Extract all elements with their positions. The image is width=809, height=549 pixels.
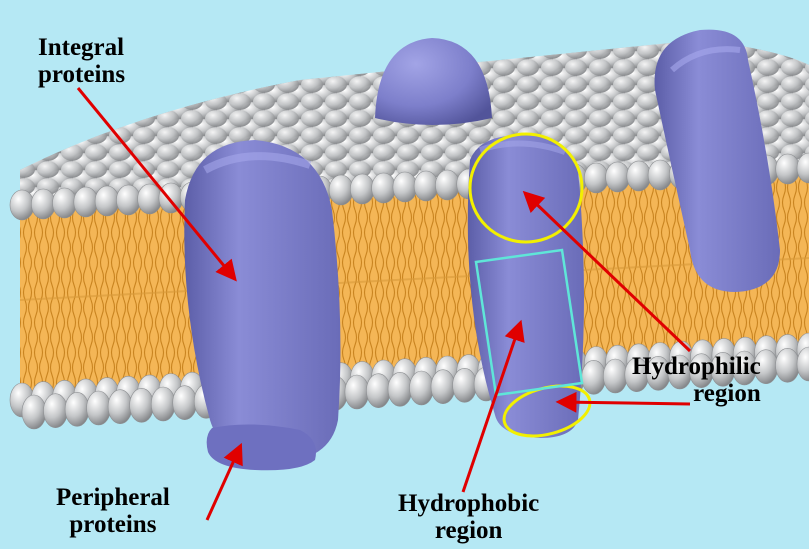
lipid-head: [65, 392, 89, 426]
lipid-head: [431, 370, 455, 404]
lipid-head: [603, 359, 627, 393]
lipid-head: [627, 161, 651, 191]
surface-protein-dome: [375, 38, 492, 125]
lipid-head: [22, 395, 46, 429]
lipid-head: [414, 171, 438, 201]
lipid-head: [372, 173, 396, 203]
lipid-head: [329, 175, 353, 205]
lipid-head: [366, 374, 390, 408]
hydrophobic-region-label: Hydrophobic region: [398, 490, 539, 544]
lipid-head: [130, 388, 154, 422]
lipid-head: [582, 360, 606, 394]
integral-label-line2: proteins: [38, 61, 125, 88]
lipid-head: [453, 368, 477, 402]
lipid-head: [173, 386, 197, 420]
lipid-head: [410, 371, 434, 405]
hydrophilic-label-line2: region: [632, 380, 761, 407]
lipid-head: [606, 162, 630, 192]
lipid-head: [776, 154, 800, 184]
lipid-head: [87, 391, 111, 425]
lipid-head: [95, 186, 119, 216]
hydrophilic-label-line1: Hydrophilic: [632, 353, 761, 380]
lipid-head: [584, 163, 608, 193]
lipid-head: [44, 394, 68, 428]
lipid-head: [159, 183, 183, 213]
peripheral-proteins-label: Peripheral proteins: [56, 484, 170, 538]
lipid-head: [53, 188, 77, 218]
lipid-head: [776, 348, 800, 382]
lipid-head: [116, 185, 140, 215]
peripheral-protein: [207, 424, 316, 470]
lipid-head: [388, 372, 412, 406]
lipid-head: [31, 189, 55, 219]
hydrophobic-label-line2: region: [398, 517, 539, 544]
lipid-head: [74, 187, 98, 217]
lipid-head: [10, 190, 34, 220]
lipid-head: [108, 390, 132, 424]
lipid-head: [648, 160, 672, 190]
lipid-head: [435, 170, 459, 200]
lipid-head: [151, 387, 175, 421]
hydrophobic-label-line1: Hydrophobic: [398, 490, 539, 517]
peripheral-label-line1: Peripheral: [56, 484, 170, 511]
peripheral-label-line2: proteins: [56, 511, 170, 538]
integral-label-line1: Integral: [38, 34, 125, 61]
lipid-head: [350, 174, 374, 204]
lipid-head: [138, 184, 162, 214]
hydrophilic-region-label: Hydrophilic region: [632, 353, 761, 407]
lipid-head: [345, 375, 369, 409]
lipid-head: [393, 172, 417, 202]
integral-proteins-label: Integral proteins: [38, 34, 125, 88]
